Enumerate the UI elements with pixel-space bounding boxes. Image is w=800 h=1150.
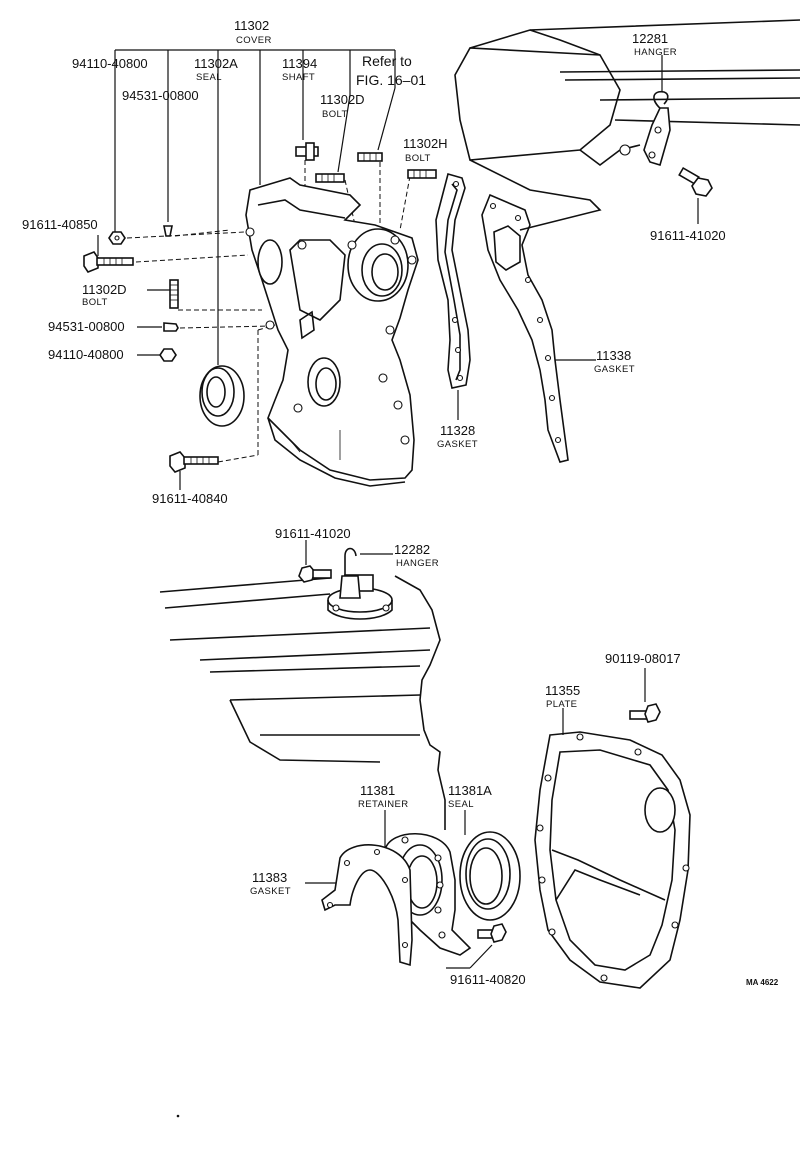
bolt-840-number: 91611-40840 (152, 491, 228, 506)
shaft-11394 (295, 142, 319, 161)
bolt-840 (169, 451, 219, 473)
pin-mid-number: 94531-00800 (48, 319, 125, 334)
seal-front-number: 11302A (194, 56, 238, 71)
bolt-41020-right-number: 91611-41020 (650, 228, 726, 243)
gasket-11328 (435, 173, 471, 389)
retainer-11381-number: 11381 (360, 783, 395, 798)
nut-mid (159, 348, 177, 362)
bolt-d-side-name: BOLT (82, 297, 108, 308)
seal-front-name: SEAL (196, 72, 222, 83)
seal-11381a-name: SEAL (448, 799, 474, 810)
pin-top-number: 94531-00800 (122, 88, 199, 103)
hanger-12281-name: HANGER (634, 47, 677, 58)
bolt-08017 (629, 703, 661, 723)
gasket-11383-name: GASKET (250, 886, 291, 897)
bolt-h-number: 11302H (403, 136, 448, 151)
engine-block-bottom (159, 575, 446, 830)
plate-11355-name: PLATE (546, 699, 577, 710)
bolt-d-top-name: BOLT (322, 109, 348, 120)
bolt-41020-right (678, 166, 713, 197)
bolt-850 (83, 251, 134, 273)
nut-top (108, 231, 126, 245)
gasket-11328-name: GASKET (437, 439, 478, 450)
refer-line2: FIG. 16–01 (356, 72, 426, 88)
stud-bolt-d (169, 279, 179, 309)
bolt-08017-number: 90119-08017 (605, 651, 681, 666)
bolt-40820-number: 91611-40820 (450, 972, 526, 987)
engine-head-top (454, 19, 800, 231)
shaft-number: 11394 (282, 56, 317, 71)
bolt-850-number: 91611-40850 (22, 217, 98, 232)
bolt-d-side-number: 11302D (82, 282, 127, 297)
drawing-code: MA 4622 (746, 978, 779, 987)
hanger-12282-number: 12282 (394, 542, 430, 557)
shaft-name: SHAFT (282, 72, 315, 83)
pin-mid (163, 322, 179, 332)
plate-11355 (534, 731, 691, 989)
bolt-d-top-number: 11302D (320, 92, 365, 107)
plate-11355-number: 11355 (545, 683, 580, 698)
hanger-12282-name: HANGER (396, 558, 439, 569)
cover-name: COVER (236, 35, 272, 46)
hanger-12282 (339, 547, 361, 599)
retainer-11381-name: RETAINER (358, 799, 409, 810)
cover-callout-lines (114, 49, 396, 365)
bolt-40820 (477, 923, 507, 943)
hanger-12281 (643, 90, 671, 166)
refer-line1: Refer to (362, 53, 412, 69)
gasket-11383-number: 11383 (252, 870, 287, 885)
seal-11381a-number: 11381A (448, 783, 492, 798)
bolt-11302h (407, 169, 437, 179)
assembly-dash-lines (126, 160, 411, 463)
bolt-11302d-top2 (357, 152, 383, 162)
gasket-11338-number: 11338 (596, 348, 631, 363)
gasket-11338-name: GASKET (594, 364, 635, 375)
rear-seal-11381a (459, 831, 521, 921)
nut-top-number: 94110-40800 (72, 56, 148, 71)
gasket-11338 (481, 193, 569, 463)
hanger-12281-number: 12281 (632, 31, 668, 46)
nut-mid-number: 94110-40800 (48, 347, 124, 362)
gasket-11328-number: 11328 (440, 423, 475, 438)
bolt-11302d-top (315, 173, 345, 183)
gasket-11383 (321, 844, 413, 967)
bolt-h-name: BOLT (405, 153, 431, 164)
front-seal-11302a (199, 365, 245, 427)
bolt-41020-mid (298, 565, 332, 583)
timing-cover-11302 (245, 177, 419, 487)
cover-number: 11302 (234, 18, 269, 33)
bolt-41020-mid-number: 91611-41020 (275, 526, 351, 541)
pin-top (163, 225, 173, 237)
